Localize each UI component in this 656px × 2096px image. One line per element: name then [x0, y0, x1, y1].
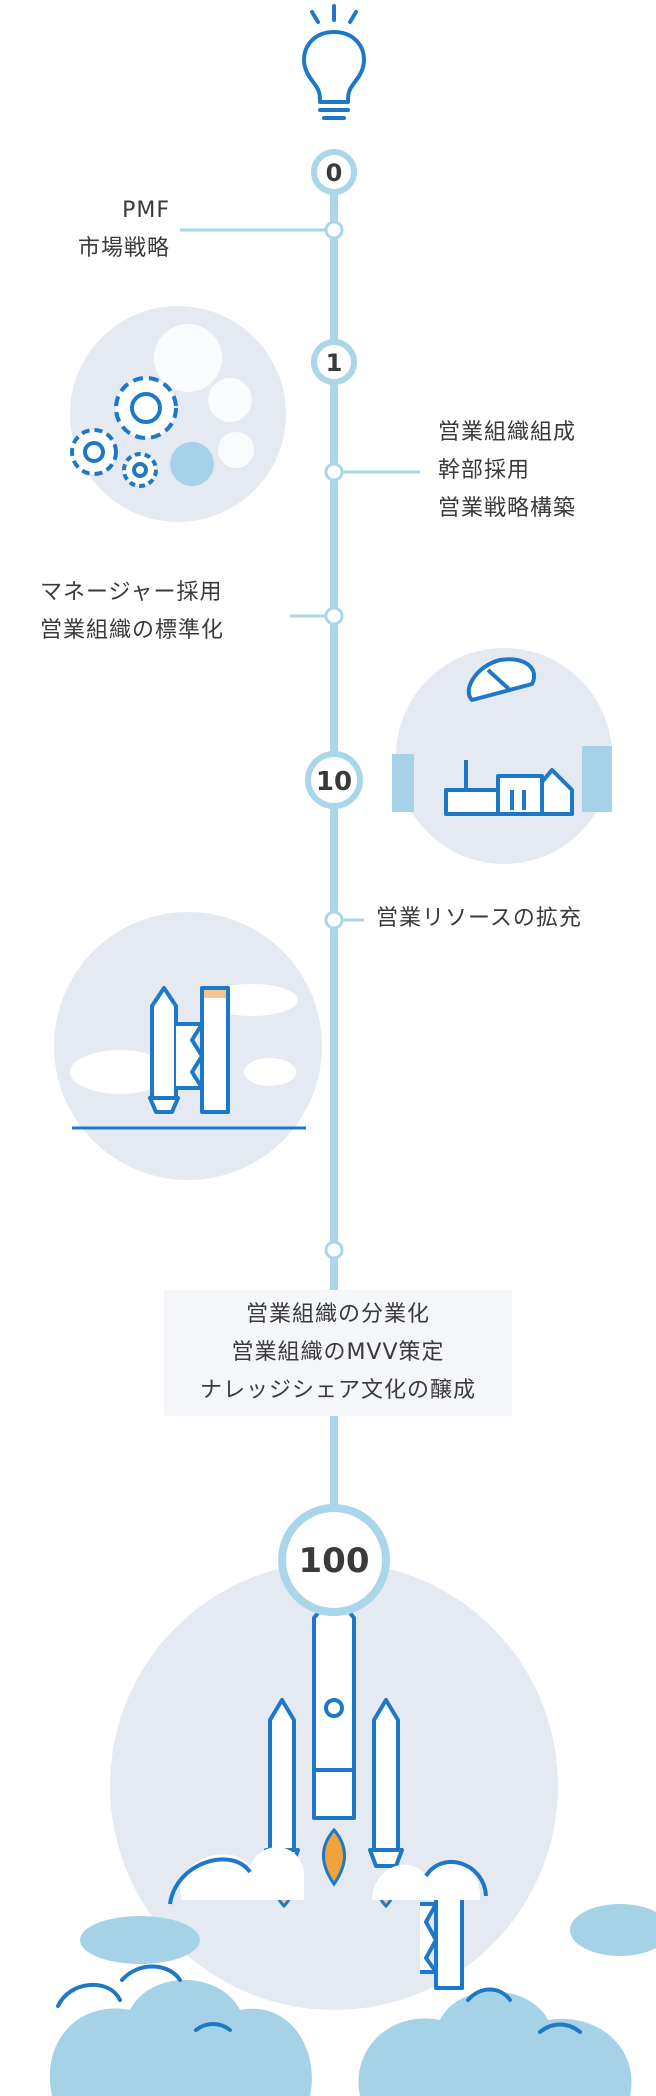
timeline-node: [324, 1240, 344, 1260]
timeline-line: [330, 172, 338, 1562]
step-text: 市場戦略: [77, 236, 170, 261]
milestone-0: 0: [311, 149, 357, 195]
satellite-dish-icon: [392, 648, 612, 864]
step-text: 営業組織組成: [438, 420, 577, 445]
step-text: 営業組織の分業化: [245, 1302, 430, 1327]
step-text: ナレッジシェア文化の醸成: [199, 1378, 476, 1403]
rocket-launch-icon: [49, 1562, 656, 2096]
milestone-100-label: 100: [299, 1541, 370, 1581]
milestone-1-label: 1: [326, 349, 343, 377]
rocket-launchpad-icon: [54, 912, 322, 1180]
step-text: 営業戦略構築: [438, 496, 577, 521]
step-text: 幹部採用: [438, 458, 531, 483]
step-text: PMF: [122, 198, 170, 223]
step-pmf: PMF 市場戦略: [40, 192, 170, 268]
step-org-formation: 営業組織組成 幹部採用 営業戦略構築: [438, 414, 638, 528]
timeline-node: [324, 606, 344, 626]
timeline-node: [324, 220, 344, 240]
milestone-1: 1: [311, 339, 357, 385]
milestone-0-label: 0: [326, 159, 343, 187]
milestone-10: 10: [305, 751, 363, 809]
step-manager-hiring: マネージャー採用 営業組織の標準化: [40, 574, 280, 650]
step-text: 営業リソースの拡充: [376, 906, 582, 931]
step-resource-expansion: 営業リソースの拡充: [376, 900, 636, 938]
milestone-10-label: 10: [316, 767, 352, 797]
timeline-node: [324, 910, 344, 930]
step-text: マネージャー採用: [40, 580, 223, 605]
lightbulb-icon: [302, 4, 366, 120]
timeline-node: [324, 462, 344, 482]
step-text: 営業組織のMVV策定: [231, 1340, 445, 1365]
gears-icon: [70, 306, 286, 522]
step-division-of-labor: 営業組織の分業化 営業組織のMVV策定 ナレッジシェア文化の醸成: [164, 1290, 512, 1416]
milestone-100: 100: [278, 1504, 390, 1616]
step-text: 営業組織の標準化: [40, 618, 225, 643]
